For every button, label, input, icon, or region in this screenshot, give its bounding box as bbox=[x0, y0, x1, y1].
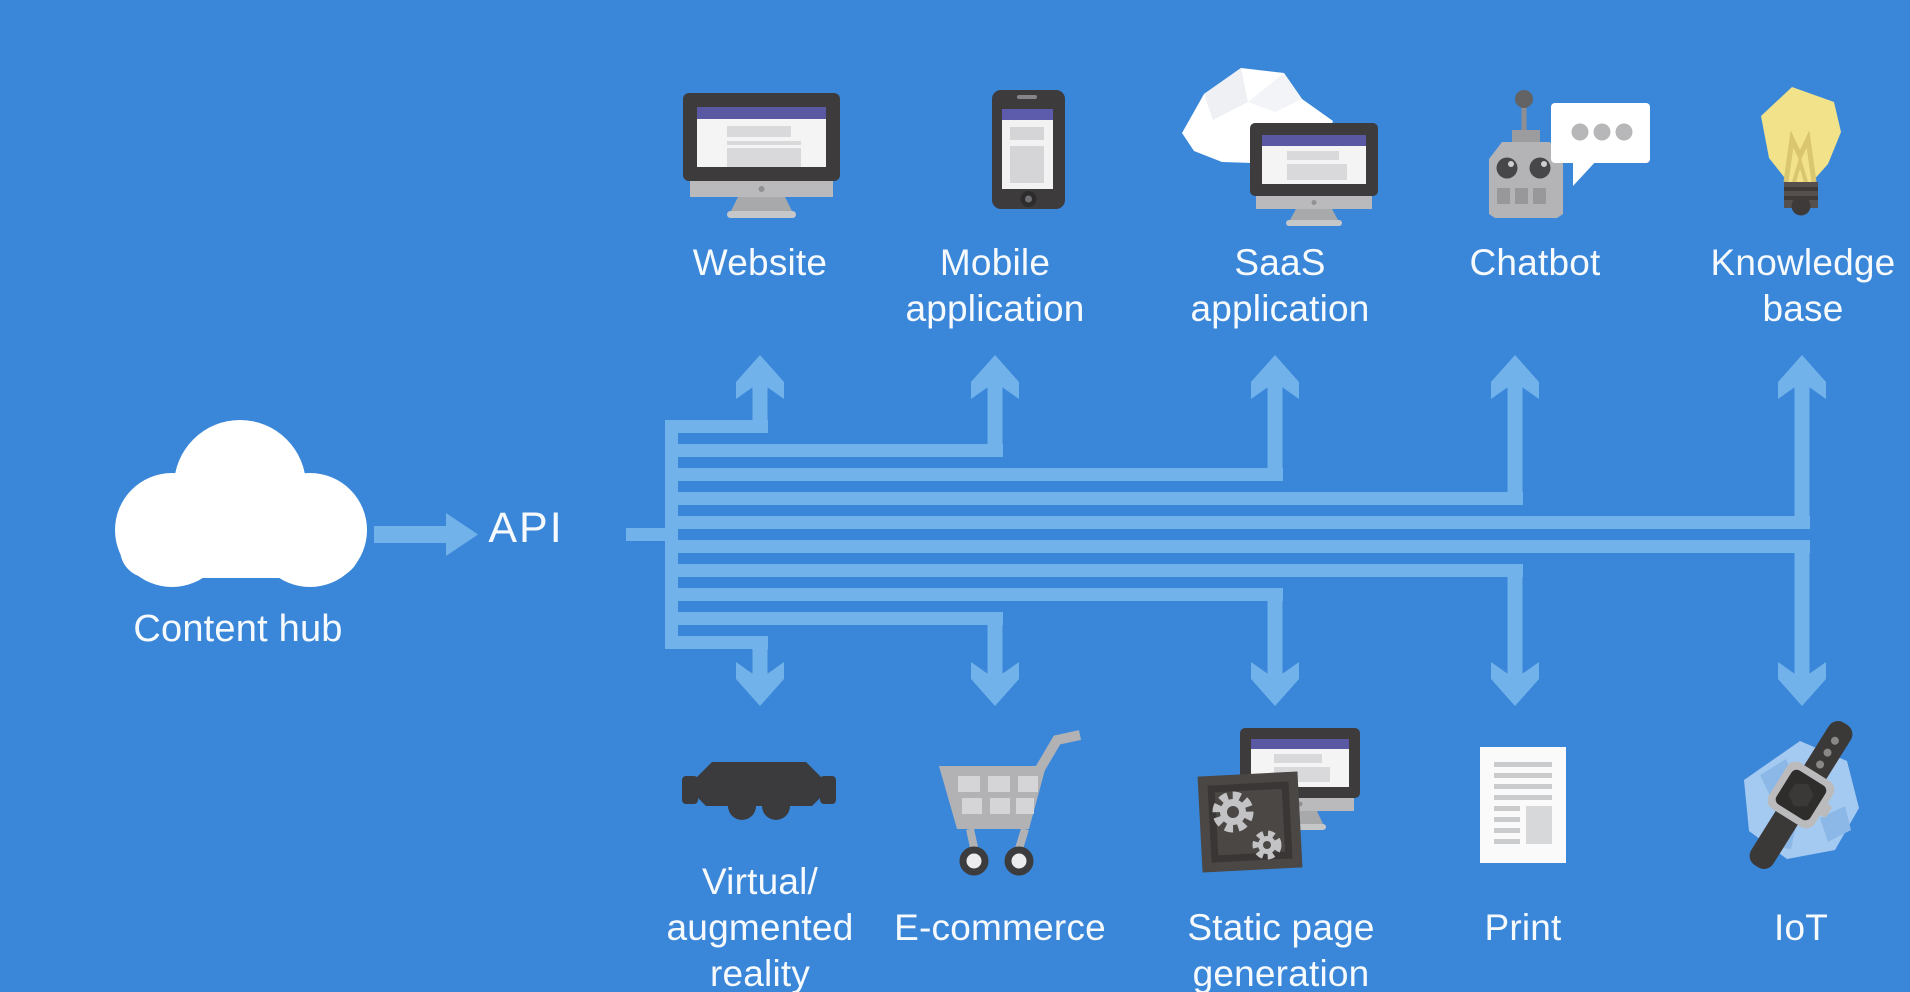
static-monitor-header-bar bbox=[1251, 739, 1349, 749]
content-hub-cloud-icon bbox=[115, 420, 367, 587]
api-label: API bbox=[488, 504, 564, 552]
phone-speaker bbox=[1017, 95, 1037, 99]
goggles-lens-right bbox=[762, 792, 790, 820]
monitor-base bbox=[727, 211, 796, 218]
iot-down-arrow bbox=[1778, 540, 1826, 706]
e-commerce-label: E-commerce bbox=[894, 907, 1106, 948]
branch-print bbox=[665, 564, 1523, 577]
vr-label-2: augmented bbox=[666, 907, 854, 948]
goggles-body bbox=[695, 762, 823, 806]
website-icon bbox=[683, 93, 840, 218]
saas-application-label-1: SaaS bbox=[1234, 242, 1326, 283]
ecommerce-down-arrow bbox=[971, 612, 1019, 706]
iot-icon bbox=[1744, 721, 1859, 869]
goggles-strap-right bbox=[820, 776, 836, 804]
api-stub-line bbox=[626, 528, 665, 541]
api-fanout-connectors bbox=[626, 355, 1826, 706]
branch-vr bbox=[665, 636, 768, 649]
cart-wheel-right bbox=[1004, 846, 1034, 876]
vr-down-arrow bbox=[736, 636, 784, 706]
chatbot-icon bbox=[1489, 90, 1650, 218]
branch-static bbox=[665, 588, 1283, 601]
cart-wheel-left bbox=[959, 846, 989, 876]
print-label: Print bbox=[1484, 907, 1562, 948]
bulb-tip bbox=[1791, 196, 1811, 216]
knowledge-base-label-1: Knowledge bbox=[1710, 242, 1896, 283]
monitor-header-bar bbox=[697, 107, 826, 119]
branch-mobile bbox=[665, 444, 1003, 457]
print-document-icon bbox=[1480, 747, 1566, 863]
cloud-to-api-arrow bbox=[374, 513, 478, 556]
saas-monitor-base bbox=[1286, 220, 1342, 226]
mobile-up-arrow bbox=[971, 355, 1019, 457]
branch-website bbox=[665, 420, 768, 433]
website-label: Website bbox=[692, 242, 828, 283]
document-image-block bbox=[1526, 806, 1552, 844]
branch-saas bbox=[665, 468, 1283, 481]
saas-monitor-header-bar bbox=[1262, 135, 1366, 146]
bulb-glass bbox=[1761, 87, 1841, 182]
knowledge-base-icon bbox=[1761, 87, 1841, 216]
branch-ecommerce bbox=[665, 612, 1003, 625]
static-page-label-2: generation bbox=[1192, 953, 1370, 992]
robot-neck bbox=[1512, 130, 1540, 144]
robot-eye-left bbox=[1496, 157, 1518, 179]
static-page-label-1: Static page bbox=[1187, 907, 1375, 948]
iot-label: IoT bbox=[1773, 907, 1829, 948]
chatbot-label: Chatbot bbox=[1469, 242, 1601, 283]
robot-antenna-ball bbox=[1515, 90, 1533, 108]
robot-eye-right bbox=[1529, 157, 1551, 179]
static-page-down-arrow bbox=[1251, 588, 1299, 706]
phone-header-bar bbox=[1002, 109, 1053, 120]
saas-monitor-stand bbox=[1290, 209, 1338, 220]
content-hub-label: Content hub bbox=[133, 608, 343, 650]
static-page-generation-icon bbox=[1197, 728, 1360, 873]
print-down-arrow bbox=[1491, 564, 1539, 706]
robot-antenna-stem bbox=[1521, 104, 1527, 142]
saas-application-icon bbox=[1182, 68, 1378, 226]
vr-label-3: reality bbox=[709, 953, 811, 992]
branch-knowledge bbox=[665, 516, 1810, 529]
cart-basket bbox=[939, 766, 1046, 829]
vr-label-1: Virtual/ bbox=[701, 861, 819, 902]
mobile-application-icon bbox=[992, 90, 1065, 209]
knowledge-base-label-2: base bbox=[1762, 288, 1844, 329]
smartwatch bbox=[1749, 721, 1853, 869]
mobile-application-label-2: application bbox=[905, 288, 1085, 329]
saas-up-arrow bbox=[1251, 355, 1299, 481]
watch-crown bbox=[1819, 803, 1832, 818]
goggles-lens-left bbox=[728, 792, 756, 820]
mobile-application-label-1: Mobile bbox=[939, 242, 1051, 283]
speech-bubble bbox=[1551, 103, 1650, 186]
saas-application-label-2: application bbox=[1190, 288, 1370, 329]
branch-iot bbox=[665, 540, 1810, 553]
goggles-strap-left bbox=[682, 776, 698, 804]
vr-goggles-icon bbox=[682, 762, 836, 820]
knowledge-base-up-arrow bbox=[1778, 355, 1826, 529]
gear-small bbox=[1252, 830, 1282, 860]
shopping-cart-icon bbox=[939, 730, 1082, 876]
gear-large bbox=[1212, 791, 1254, 833]
chatbot-up-arrow bbox=[1491, 355, 1539, 505]
monitor-stand bbox=[731, 197, 792, 211]
website-up-arrow bbox=[736, 355, 784, 433]
branch-chatbot bbox=[665, 492, 1523, 505]
